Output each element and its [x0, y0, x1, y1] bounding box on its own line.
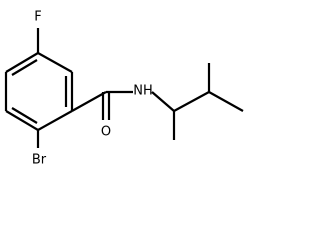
- bond-ring-c1-c2: [37, 110, 73, 131]
- bond-c1-carbonyl: [71, 91, 107, 112]
- oxygen-label: O: [101, 125, 111, 140]
- bond-ring-c2-c3: [5, 110, 39, 131]
- fluorine-label: F: [34, 10, 41, 25]
- bromine-label: Br: [32, 153, 47, 168]
- structure-diagram: F Br O NH: [4, 10, 244, 168]
- bond-ch-isopropyl-ch: [173, 91, 210, 112]
- bond-ring-inner-c2-c3: [11, 107, 38, 124]
- bond-ring-inner-c4-c5: [11, 59, 38, 76]
- amide-nitrogen-label: NH: [133, 84, 153, 99]
- bond-ring-c4-c5: [5, 52, 39, 73]
- bond-ring-c5-c6: [37, 52, 73, 73]
- bond-isopropyl-methyl-right: [208, 91, 244, 112]
- benzene-ring: [4, 52, 74, 131]
- bond-n-ch: [151, 91, 175, 112]
